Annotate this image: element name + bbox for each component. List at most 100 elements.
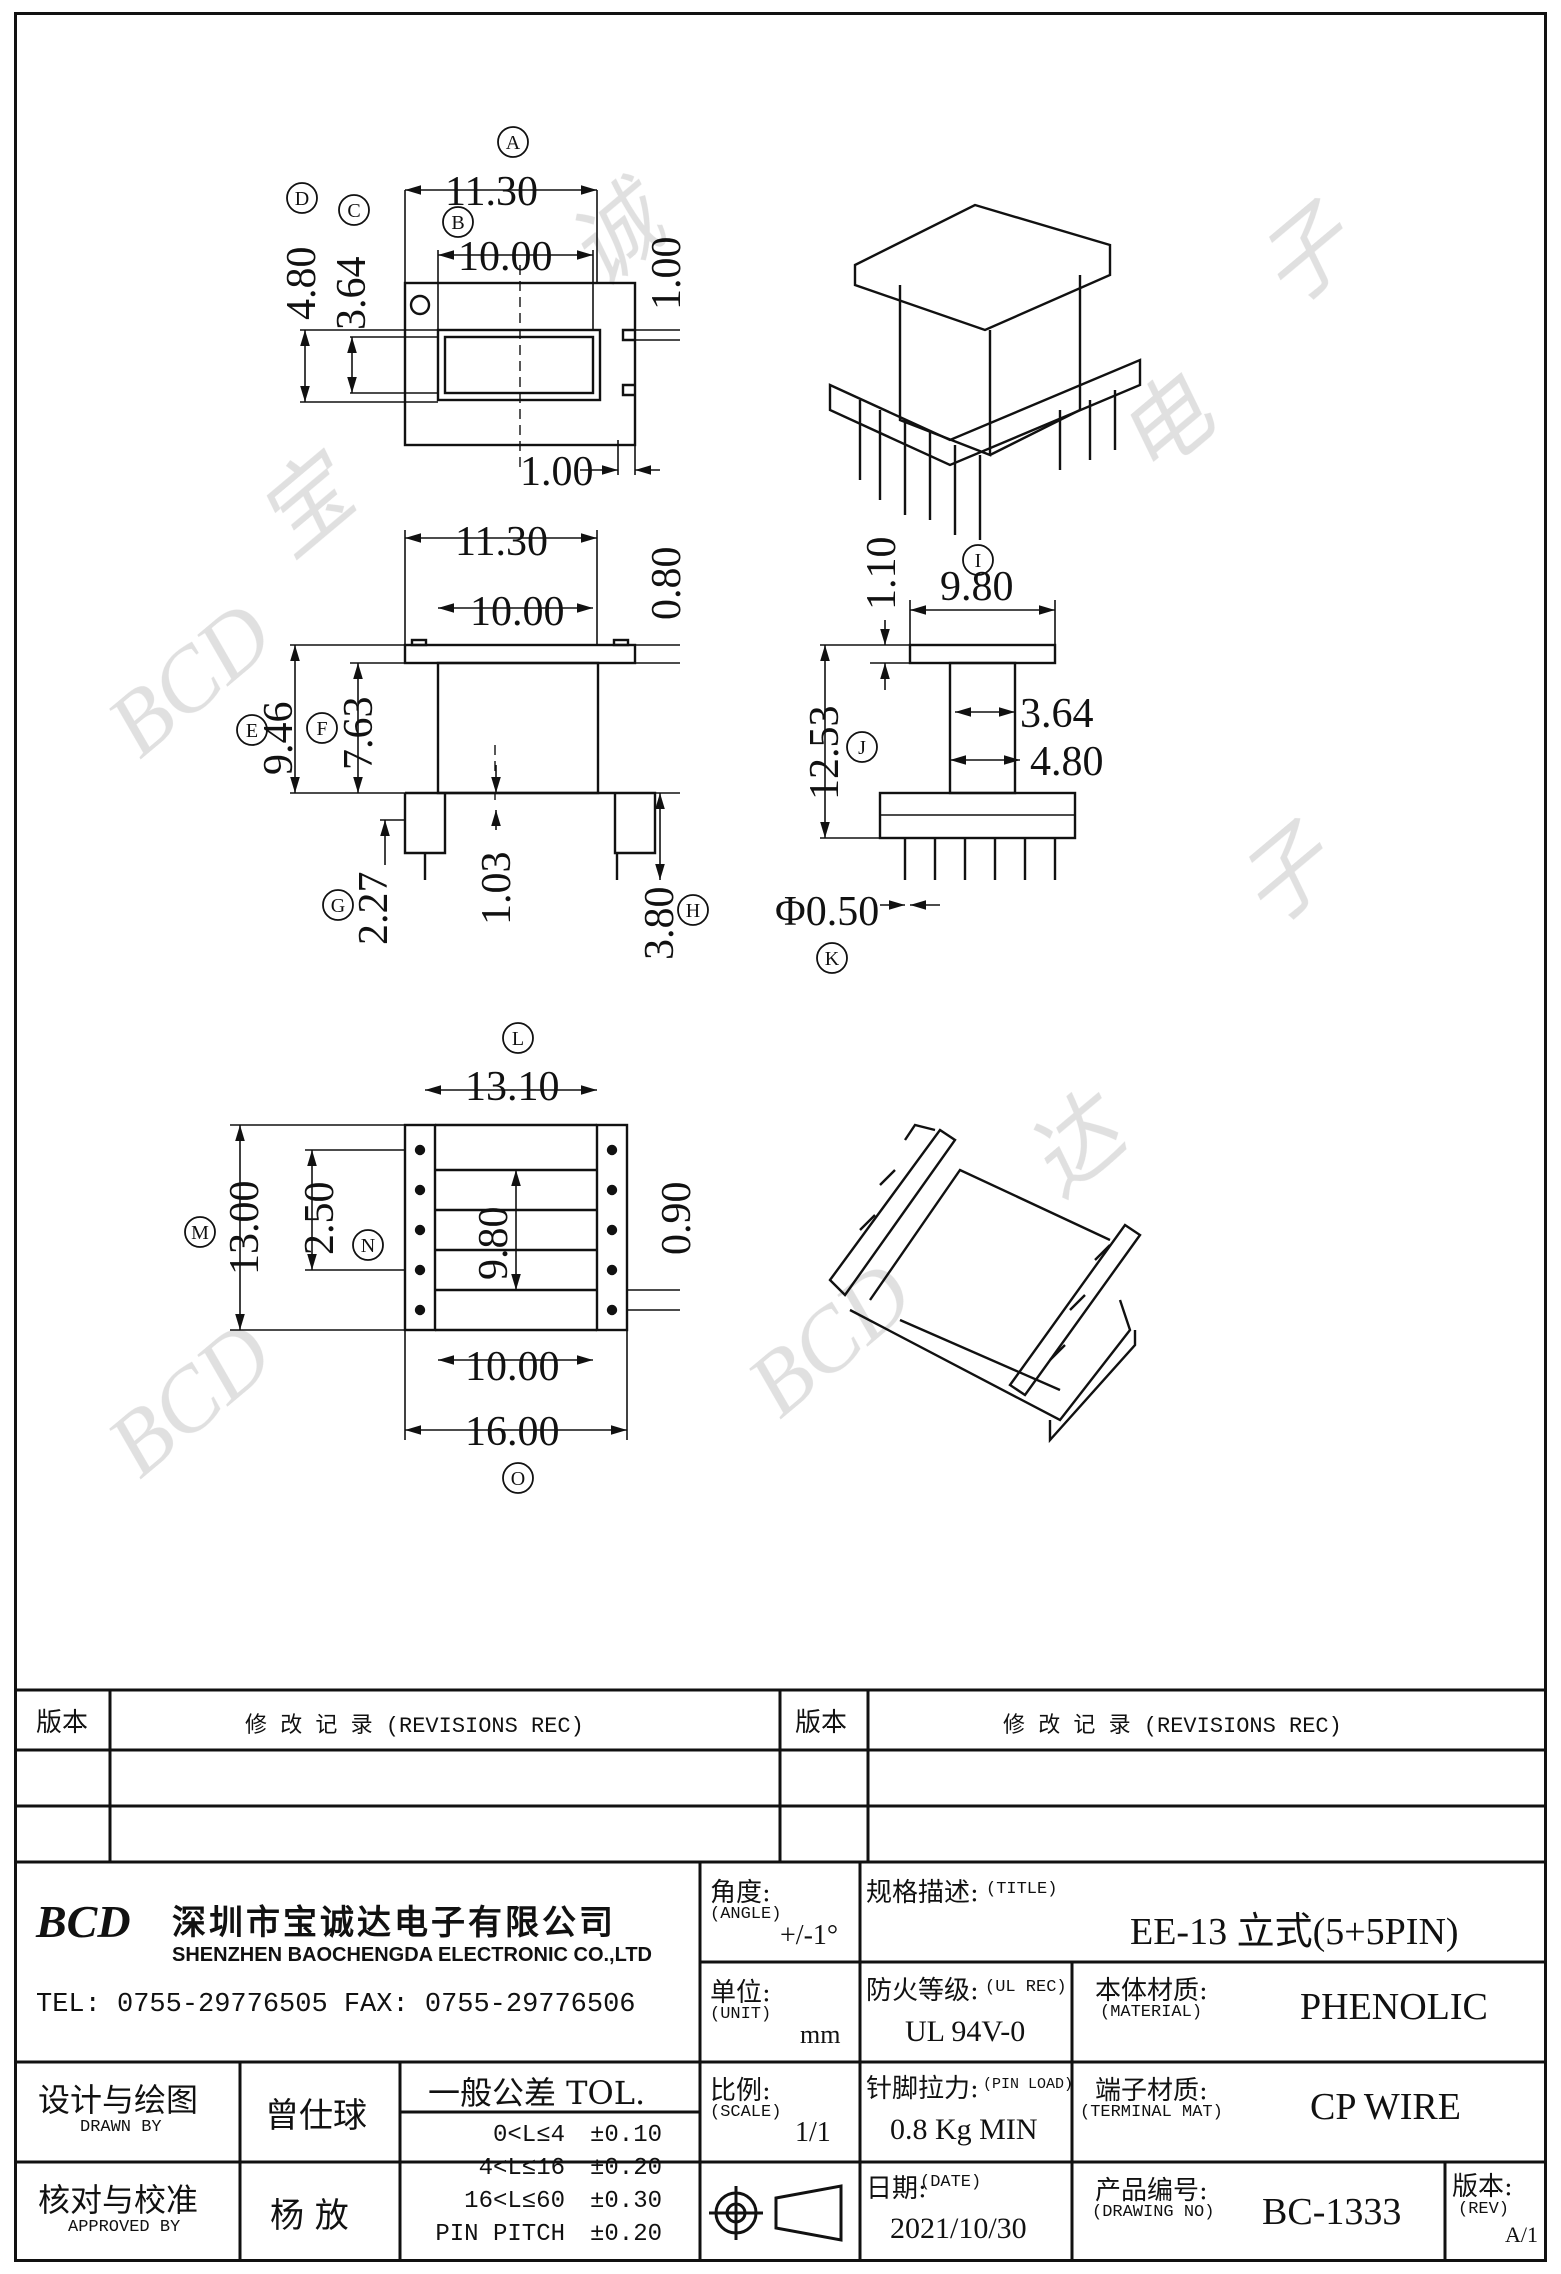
tolerance-range: 16<L≤60 — [464, 2188, 565, 2215]
svg-text:C: C — [347, 200, 360, 222]
letter-c: C — [338, 194, 370, 226]
dim-bottom-mid: 9.80 — [471, 1207, 517, 1281]
pinload-label: 针脚拉力: — [866, 2074, 979, 2104]
dim-side-i: 9.80 — [940, 564, 1014, 610]
company-logo: BCD — [36, 1896, 131, 1947]
scale-value: 1/1 — [795, 2117, 831, 2148]
letter-o: O — [502, 1462, 534, 1494]
approved-label: 核对与校准 — [38, 2181, 199, 2219]
svg-text:N: N — [361, 1235, 375, 1257]
company-name-cn: 深圳市宝诚达电子有限公司 — [172, 1903, 616, 1943]
company-tel-fax: TEL: 0755-29776505 FAX: 0755-29776506 — [36, 1990, 636, 2020]
tolerance-range: 4<L≤16 — [478, 2155, 565, 2182]
dim-bottom-p: 0.90 — [654, 1182, 700, 1256]
drawn-label: 设计与绘图 — [38, 2081, 199, 2119]
svg-text:A: A — [506, 132, 521, 154]
iso-view-1 — [828, 203, 1142, 540]
dim-front-h: 3.80 — [637, 887, 683, 961]
letter-h: H — [677, 894, 709, 926]
dim-top-a: 11.30 — [445, 169, 538, 215]
date-label: 日期: — [866, 2174, 927, 2204]
dim-front-e: 9.46 — [256, 702, 302, 776]
dim-bottom-o: 16.00 — [465, 1409, 560, 1455]
front-view — [290, 530, 680, 880]
tolerance-value: ±0.20 — [590, 2221, 663, 2248]
letter-j: J — [846, 731, 878, 763]
rev-label-en: (REV) — [1458, 2200, 1510, 2219]
unit-label-en: (UNIT) — [710, 2005, 772, 2024]
terminal-value: CP WIRE — [1310, 2086, 1461, 2128]
svg-text:E: E — [246, 720, 258, 742]
letter-e: E — [236, 714, 268, 746]
reference-letters: A B C D E F G H I J K L M N O — [184, 126, 994, 1494]
letter-d: D — [286, 182, 318, 214]
watermark: BCD 宝 诚 子 电 子 BCD BCD 达 — [89, 164, 1376, 1495]
iso-view-2 — [828, 1123, 1142, 1444]
letter-g: G — [322, 889, 354, 921]
drawing-no-value: BC-1333 — [1262, 2191, 1402, 2233]
letter-b: B — [442, 206, 474, 238]
tolerance-label: 一般公差 TOL. — [428, 2074, 646, 2112]
ul-value: UL 94V-0 — [905, 2015, 1026, 2048]
rev-header-record-1: 修 改 记 录 (REVISIONS REC) — [245, 1714, 584, 1739]
unit-value: mm — [800, 2020, 841, 2049]
dim-top-bottom: 1.00 — [520, 449, 594, 495]
watermark-char: 电 — [1099, 359, 1235, 495]
letter-m: M — [184, 1216, 216, 1248]
date-value: 2021/10/30 — [890, 2212, 1027, 2245]
watermark-char: 子 — [1219, 808, 1356, 946]
ul-label-en: (UL REC) — [985, 1978, 1067, 1997]
rev-header-version-2: 版本 — [795, 1708, 848, 1738]
drawing-area: BCD 宝 诚 子 电 子 BCD BCD 达 — [89, 126, 1376, 1495]
angle-label: 角度: — [710, 1878, 771, 1908]
pinload-label-en: (PIN LOAD) — [983, 2076, 1074, 2093]
material-label: 本体材质: — [1095, 1976, 1208, 2006]
dim-front-t: 0.80 — [644, 547, 690, 621]
material-value: PHENOLIC — [1300, 1986, 1488, 2028]
bottom-view — [230, 1085, 680, 1440]
dim-front-mid: 1.03 — [474, 852, 520, 926]
rev-value: A/1 — [1505, 2222, 1538, 2247]
watermark-char: 子 — [1239, 188, 1376, 326]
terminal-label-en: (TERMINAL MAT) — [1080, 2103, 1223, 2122]
letter-n: N — [352, 1229, 384, 1261]
dim-side-a: 3.64 — [1020, 691, 1094, 737]
watermark-char: 宝 — [239, 436, 378, 575]
rev-header-record-2: 修 改 记 录 (REVISIONS REC) — [1003, 1714, 1342, 1739]
drawing-no-label: 产品编号: — [1095, 2176, 1208, 2206]
scale-label: 比例: — [710, 2076, 771, 2106]
title-label-en: (TITLE) — [986, 1880, 1058, 1899]
rev-label: 版本: — [1452, 2172, 1513, 2202]
rev-header-version-1: 版本 — [36, 1708, 89, 1738]
svg-text:O: O — [511, 1468, 525, 1490]
svg-text:J: J — [858, 737, 866, 759]
dim-front-f: 7.63 — [336, 697, 382, 771]
dim-bottom-m: 13.00 — [222, 1181, 268, 1276]
svg-text:B: B — [451, 212, 464, 234]
dim-side-t: 1.10 — [859, 537, 905, 611]
tolerance-range: PIN PITCH — [435, 2221, 565, 2248]
sheet-border — [14, 12, 1547, 2262]
letter-k: K — [816, 942, 848, 974]
watermark-bcd: BCD — [729, 1244, 931, 1436]
drawing-no-label-en: (DRAWING NO) — [1092, 2203, 1215, 2222]
tolerance-value: ±0.20 — [590, 2155, 663, 2182]
projection-symbol-icon — [709, 2184, 843, 2242]
title-value: EE-13 立式(5+5PIN) — [1130, 1911, 1459, 1953]
terminal-label: 端子材质: — [1095, 2076, 1208, 2106]
svg-text:I: I — [975, 550, 982, 572]
scale-label-en: (SCALE) — [710, 2103, 782, 2122]
dim-side-j: 12.53 — [802, 706, 848, 801]
letter-i: I — [962, 544, 994, 576]
dim-bottom-n: 2.50 — [297, 1182, 343, 1256]
title-label: 规格描述: — [866, 1878, 979, 1908]
letter-a: A — [497, 126, 529, 158]
side-view — [820, 600, 1077, 910]
drawn-value: 曾仕球 — [265, 2096, 367, 2136]
material-label-en: (MATERIAL) — [1100, 2003, 1203, 2022]
dim-front-g: 2.27 — [351, 872, 397, 946]
svg-text:G: G — [331, 895, 345, 917]
drawn-label-en: DRAWN BY — [80, 2118, 162, 2137]
pinload-value: 0.8 Kg MIN — [890, 2113, 1038, 2146]
